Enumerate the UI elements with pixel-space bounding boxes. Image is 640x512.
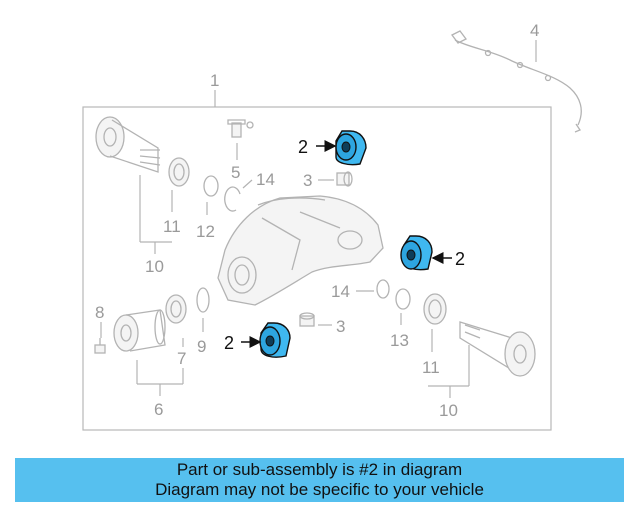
callout-4: 4: [530, 21, 539, 40]
banner-line-1: Part or sub-assembly is #2 in diagram: [176, 460, 463, 479]
callout-12: 12: [196, 222, 215, 241]
plug-upper-part: [336, 171, 353, 187]
callout-14-lower: 14: [331, 282, 350, 301]
wiring-harness-part: [451, 30, 582, 133]
drive-flange-lower-part: [113, 309, 166, 352]
callout-3-upper: 3: [303, 171, 312, 190]
callout-14-upper: 14: [256, 170, 275, 189]
drive-flange-left-part: [95, 116, 161, 173]
callout-11-right: 11: [422, 358, 440, 377]
banner-line-2: Diagram may not be specific to your vehi…: [155, 480, 484, 499]
seal-right-part: [423, 293, 447, 325]
bushing-upper: [335, 130, 367, 166]
callout-13: 13: [390, 331, 409, 350]
callout-5: 5: [231, 163, 240, 182]
plug-lower-part: [299, 312, 315, 327]
assembly-frame: [82, 106, 552, 431]
callout-9: 9: [197, 337, 206, 356]
snap-ring-lower-part: [376, 279, 390, 299]
seal-part-9: [165, 294, 187, 324]
breather-valve-part: [227, 119, 254, 138]
callout-2-right: 2: [455, 249, 465, 269]
callout-2-upper: 2: [298, 137, 308, 157]
ring-part-12: [203, 175, 219, 197]
callout-1: 1: [210, 71, 219, 90]
info-banner: Part or sub-assembly is #2 in diagram Di…: [15, 458, 624, 502]
callout-10-left: 10: [145, 257, 164, 276]
ring-part-9: [196, 287, 210, 313]
bushing-lower: [259, 322, 291, 358]
ring-part-13: [395, 288, 411, 310]
seal-left-part: [168, 157, 190, 187]
callout-8: 8: [95, 303, 104, 322]
bushing-right: [400, 235, 433, 271]
differential-housing-part: [217, 195, 384, 306]
drive-flange-right-part: [459, 321, 536, 377]
parts-diagram: 1 4 10 11 12 5 14: [82, 21, 582, 431]
callout-2-lower: 2: [224, 333, 234, 353]
snap-ring-upper-part: [224, 186, 241, 212]
callout-6: 6: [154, 400, 163, 419]
callout-10-right: 10: [439, 401, 458, 420]
callout-3-lower: 3: [336, 317, 345, 336]
callout-11-left: 11: [163, 217, 181, 236]
callout-7: 7: [177, 349, 186, 368]
bolt-part-8: [94, 338, 106, 354]
